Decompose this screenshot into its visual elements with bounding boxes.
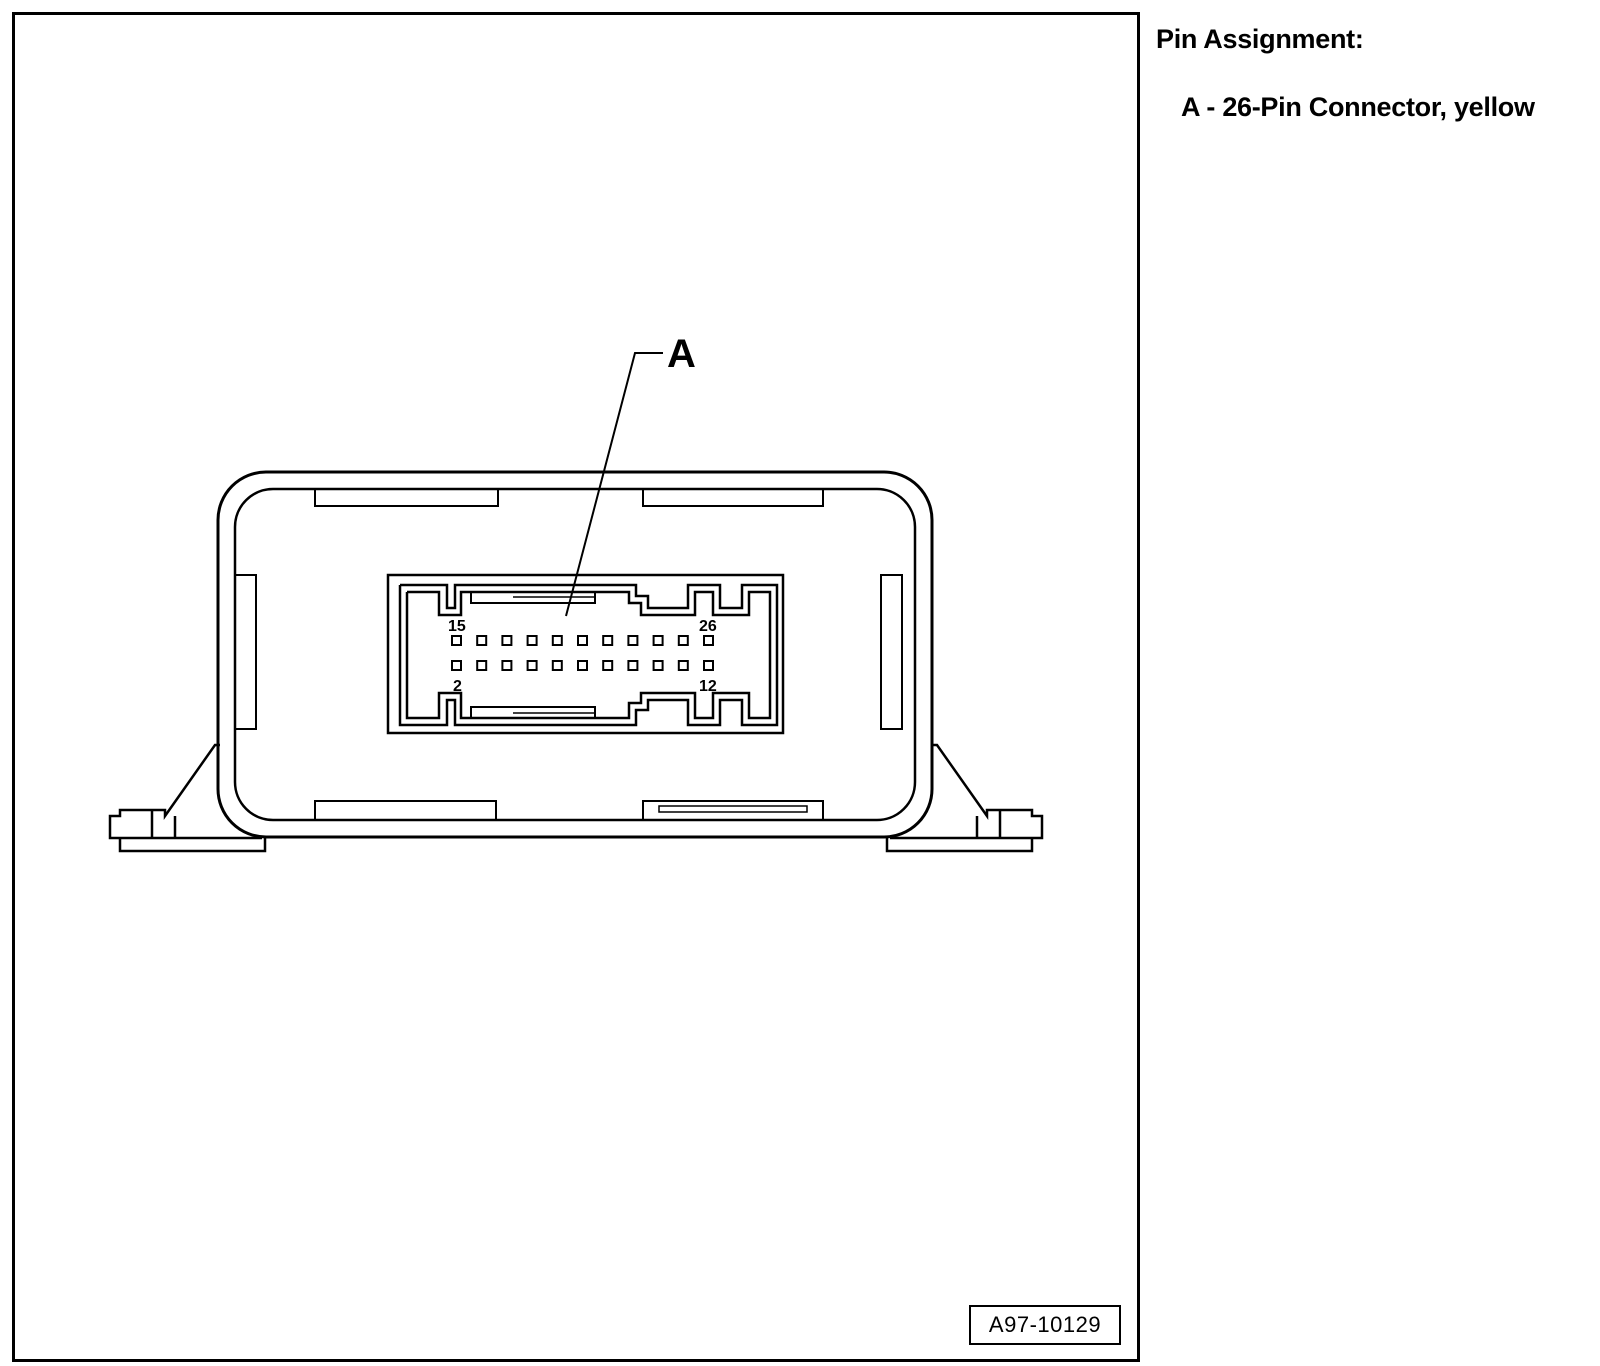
- figure-id: A97-10129: [988, 1312, 1102, 1337]
- figure-id-box: A97-10129: [969, 1305, 1121, 1345]
- connector-pin: [627, 660, 639, 671]
- connector-pin: [703, 635, 714, 646]
- connector-pin: [652, 660, 664, 671]
- housing-tab: [642, 488, 824, 507]
- connector-pin: [602, 660, 614, 671]
- connector-pin: [551, 660, 563, 671]
- connector-pin: [551, 635, 563, 646]
- housing-tab: [642, 800, 824, 821]
- connector-pin: [501, 660, 513, 671]
- connector-pin: [652, 635, 664, 646]
- connector-pin: [451, 660, 462, 671]
- housing-tab: [314, 800, 497, 821]
- callout-leader-a: [565, 352, 663, 617]
- connector-shroud-outer: [398, 583, 779, 727]
- left-mounting-flange: [108, 743, 267, 853]
- pin-label-26: 26: [699, 618, 717, 635]
- connector-pin: [602, 635, 614, 646]
- connector-diagram: 15 26 2 12 A A97-10129: [12, 12, 1140, 1362]
- pin-label-15: 15: [448, 618, 466, 635]
- connector-pin: [677, 635, 689, 646]
- module-housing-inner: [233, 487, 917, 822]
- housing-tab: [658, 805, 808, 813]
- connector-pin: [476, 635, 488, 646]
- connector-pin: [703, 660, 714, 671]
- callout-label-a: A: [667, 332, 696, 376]
- connector-pin: [451, 635, 462, 646]
- connector-pin: [501, 635, 513, 646]
- connector-shroud-inner: [405, 590, 772, 720]
- control-module-drawing: 15 26 2 12 A: [108, 332, 1044, 853]
- connector-pin: [577, 635, 588, 646]
- housing-tab: [314, 488, 499, 507]
- right-mounting-flange: [885, 743, 1044, 853]
- pin-label-2: 2: [453, 678, 462, 695]
- pin-label-12: 12: [699, 678, 717, 695]
- housing-tab: [234, 574, 257, 730]
- housing-tab: [880, 574, 903, 730]
- legend-item-description: 26-Pin Connector, yellow: [1222, 92, 1535, 122]
- connector-pin: [627, 635, 639, 646]
- legend-item-letter: A: [1181, 92, 1200, 122]
- legend-item-a: A - 26-Pin Connector, yellow: [1181, 92, 1535, 123]
- connector-frame: [386, 573, 785, 735]
- connector-pin: [526, 635, 538, 646]
- module-housing-outer: [216, 470, 934, 839]
- legend-item-separator: -: [1199, 92, 1223, 122]
- connector-pin: [677, 660, 689, 671]
- connector-pin: [476, 660, 488, 671]
- pin-assignment-heading: Pin Assignment:: [1156, 24, 1364, 54]
- connector-pin: [577, 660, 588, 671]
- connector-pin: [526, 660, 538, 671]
